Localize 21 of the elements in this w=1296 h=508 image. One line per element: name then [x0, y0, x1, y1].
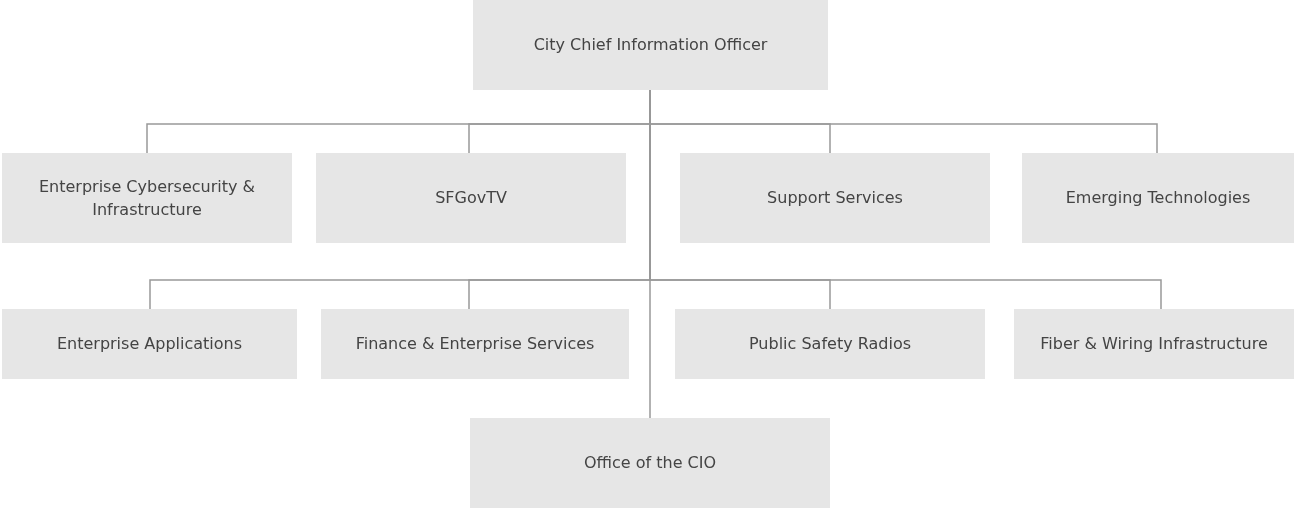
unit-name: Fiber & Wiring Infrastructure — [1040, 333, 1268, 356]
org-unit-box — [1014, 309, 1294, 379]
connector-line — [649, 89, 651, 419]
org-unit-box — [316, 153, 626, 243]
unit-name: SFGovTV — [435, 187, 507, 210]
org-unit-box — [675, 309, 985, 379]
org-unit-box — [2, 153, 292, 243]
unit-name: Office of the CIO — [583, 452, 717, 475]
unit-name: Emerging Technologies — [1065, 187, 1251, 210]
org-unit-box — [1022, 153, 1294, 243]
org-unit-box — [470, 418, 830, 508]
unit-name: Public Safety Radios — [749, 333, 911, 356]
org-unit-box — [321, 309, 629, 379]
org-unit-box — [473, 0, 828, 90]
unit-name: Enterprise Applications — [56, 333, 243, 356]
unit-name: Finance & Enterprise Services — [355, 333, 595, 356]
unit-name: Enterprise Cybersecurity & Infrastructure — [37, 175, 257, 221]
org-unit-box — [680, 153, 990, 243]
unit-name: Support Services — [767, 187, 903, 210]
unit-name: City Chief Information Officer — [533, 34, 768, 57]
org-unit-box — [2, 309, 297, 379]
